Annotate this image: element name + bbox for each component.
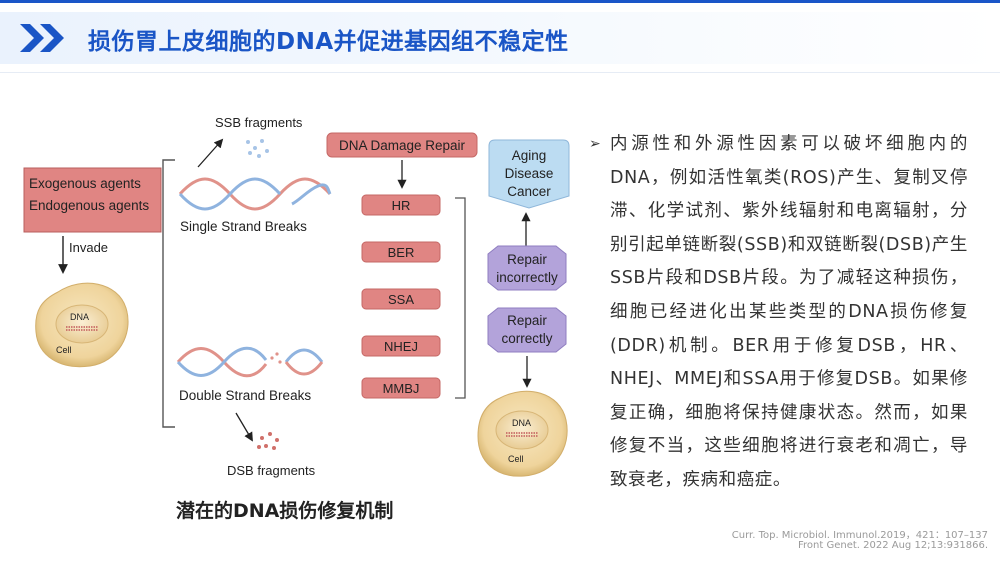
repair-incorrectly-line1: Repair [507,252,547,267]
reference-1: Curr. Top. Microbiol. Immunol.2019，421：1… [731,530,988,541]
dsb-fragments-arrow [235,412,253,442]
repair-header-label: DNA Damage Repair [339,138,466,153]
outcome-box: Aging Disease Cancer [488,139,570,209]
repair-type-nhej: NHEJ [361,335,441,357]
header-bar [0,12,1000,64]
agents-box: Exogenous agents Endogenous agents [23,167,162,233]
exogenous-agents-label: Exogenous agents [29,176,141,191]
endogenous-agents-label: Endogenous agents [29,198,149,213]
slide-title: 损伤胃上皮细胞的DNA并促进基因组不稳定性 [88,29,569,55]
dsb-fragments-label: DSB fragments [227,463,316,478]
repair-correctly-line2: correctly [501,331,552,346]
chevron-icon [20,24,64,52]
repair-type-label: NHEJ [384,339,418,354]
top-accent-line [0,0,1000,3]
outcome-disease: Disease [505,166,554,181]
single-strand-breaks-label: Single Strand Breaks [180,219,307,234]
cell2-label: Cell [508,454,524,464]
diagram-caption: 潜在的DNA损伤修复机制 [176,500,394,522]
ssb-fragments-arrow [197,138,224,168]
ssb-fragments-label: SSB fragments [215,115,303,130]
dsb-fragment-dots [257,432,279,450]
repair-type-label: MMBJ [383,381,420,396]
repair-type-ssa: SSA [361,288,441,310]
repair-type-label: BER [388,245,415,260]
damage-bracket [162,159,175,428]
ssb-fragment-dots [246,139,269,158]
outcome-aging: Aging [512,148,547,163]
repair-correctly-line1: Repair [507,313,547,328]
invade-label: Invade [69,240,108,255]
repair-type-mmbj: MMBJ [361,377,441,399]
cell-dna-label: DNA [70,312,89,322]
bullet-arrow-icon: ➢ [589,136,601,152]
repair-type-label: HR [392,198,411,213]
dsb-break-dots [270,352,282,364]
repair-incorrectly-line2: incorrectly [496,270,558,285]
double-strand-breaks-label: Double Strand Breaks [179,388,311,403]
repair-bracket [455,197,466,399]
repair-header-box: DNA Damage Repair [326,132,478,158]
repair-type-ber: BER [361,241,441,263]
single-strand-helix [178,177,332,211]
repair-correctly-box: Repair correctly [487,307,567,353]
repair-type-hr: HR [361,194,441,216]
description-paragraph: 内源性和外源性因素可以破坏细胞内的DNA，例如活性氧类(ROS)产生、复制叉停滞… [610,134,968,490]
reference-2: Front Genet. 2022 Aug 12;13:931866. [797,540,988,551]
double-strand-helix [176,346,324,378]
dna-repair-diagram: Exogenous agents Endogenous agents Invad… [23,115,570,478]
repair-type-label: SSA [388,292,414,307]
healthy-cell-illustration: DNA Cell [477,390,568,477]
cell-label: Cell [56,345,72,355]
cell2-dna-label: DNA [512,418,531,428]
outcome-cancer: Cancer [507,184,551,199]
header-divider [0,72,1000,73]
repair-incorrectly-box: Repair incorrectly [487,245,567,291]
cell-illustration: DNA Cell [35,282,129,368]
